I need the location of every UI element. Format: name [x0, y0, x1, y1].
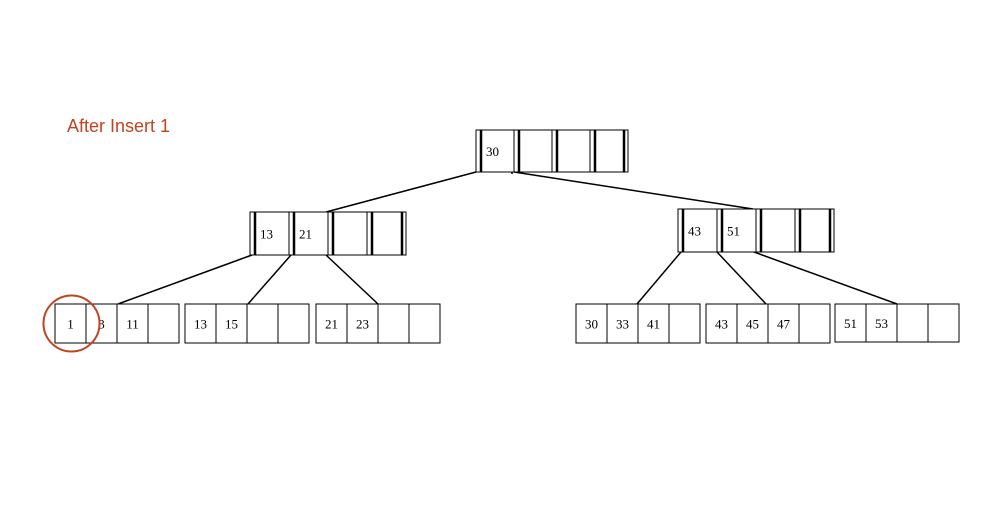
tree-edge [325, 254, 379, 305]
leaf-key: 1 [67, 317, 74, 332]
internal_right-key: 43 [688, 224, 701, 239]
leaf-key: 53 [875, 316, 888, 331]
leaf-cell [637, 303, 670, 344]
leaf-cell [408, 303, 441, 344]
leaf-cell [896, 303, 929, 343]
internal_left-cell [288, 211, 329, 256]
root-cell [589, 129, 629, 173]
leaf-cell [377, 303, 410, 344]
leaf-key: 15 [225, 317, 238, 332]
tree-edge [753, 251, 898, 305]
tree-edge [716, 251, 767, 305]
leaf-cell [277, 303, 310, 344]
tree-edge [636, 251, 682, 305]
diagram-title: After Insert 1 [67, 116, 171, 136]
internal_left-key: 21 [299, 227, 312, 242]
leaf-key: 41 [647, 317, 660, 332]
tree-edge [325, 171, 477, 213]
tree-edge [247, 254, 292, 305]
leaf-cell [927, 303, 960, 343]
root-cell [513, 129, 553, 173]
leaf-key: 45 [746, 317, 759, 332]
root-cell [551, 129, 591, 173]
leaf-key: 23 [356, 317, 369, 332]
leaf-cell [315, 303, 348, 344]
root-key: 30 [486, 144, 499, 159]
leaf-key: 33 [616, 317, 629, 332]
leaf-cell [54, 303, 87, 344]
internal_right-cell [794, 208, 835, 253]
leaf-cell [798, 303, 831, 344]
internal_right-cell [677, 208, 718, 253]
leaf-key: 43 [715, 317, 728, 332]
leaf-cell [668, 303, 701, 344]
internal_left-cell [327, 211, 368, 256]
leaf-cell [246, 303, 279, 344]
leaf-cell [575, 303, 608, 344]
leaf-key: 51 [844, 316, 857, 331]
leaf-key: 30 [585, 317, 598, 332]
leaf-cell [116, 303, 149, 344]
insert-highlight-circle [42, 294, 101, 353]
internal_left-key: 13 [260, 227, 273, 242]
leaf-key: 3 [98, 317, 105, 332]
leaf-key: 47 [777, 317, 791, 332]
internal_left-cell [366, 211, 407, 256]
leaf-key: 21 [325, 317, 338, 332]
tree-edge [513, 171, 754, 210]
leaf-cell [705, 303, 738, 344]
leaf-key: 13 [194, 317, 207, 332]
leaf-cell [346, 303, 379, 344]
leaf-cell [865, 303, 898, 343]
leaf-cell [215, 303, 248, 344]
leaf-key: 11 [126, 317, 139, 332]
leaf-cell [85, 303, 118, 344]
leaf-cell [834, 303, 867, 343]
tree-edge [117, 254, 253, 305]
internal_right-key: 51 [727, 224, 740, 239]
leaf-cell [147, 303, 180, 344]
internal_right-cell [755, 208, 796, 253]
leaf-cell [184, 303, 217, 344]
internal_left-cell [249, 211, 290, 256]
